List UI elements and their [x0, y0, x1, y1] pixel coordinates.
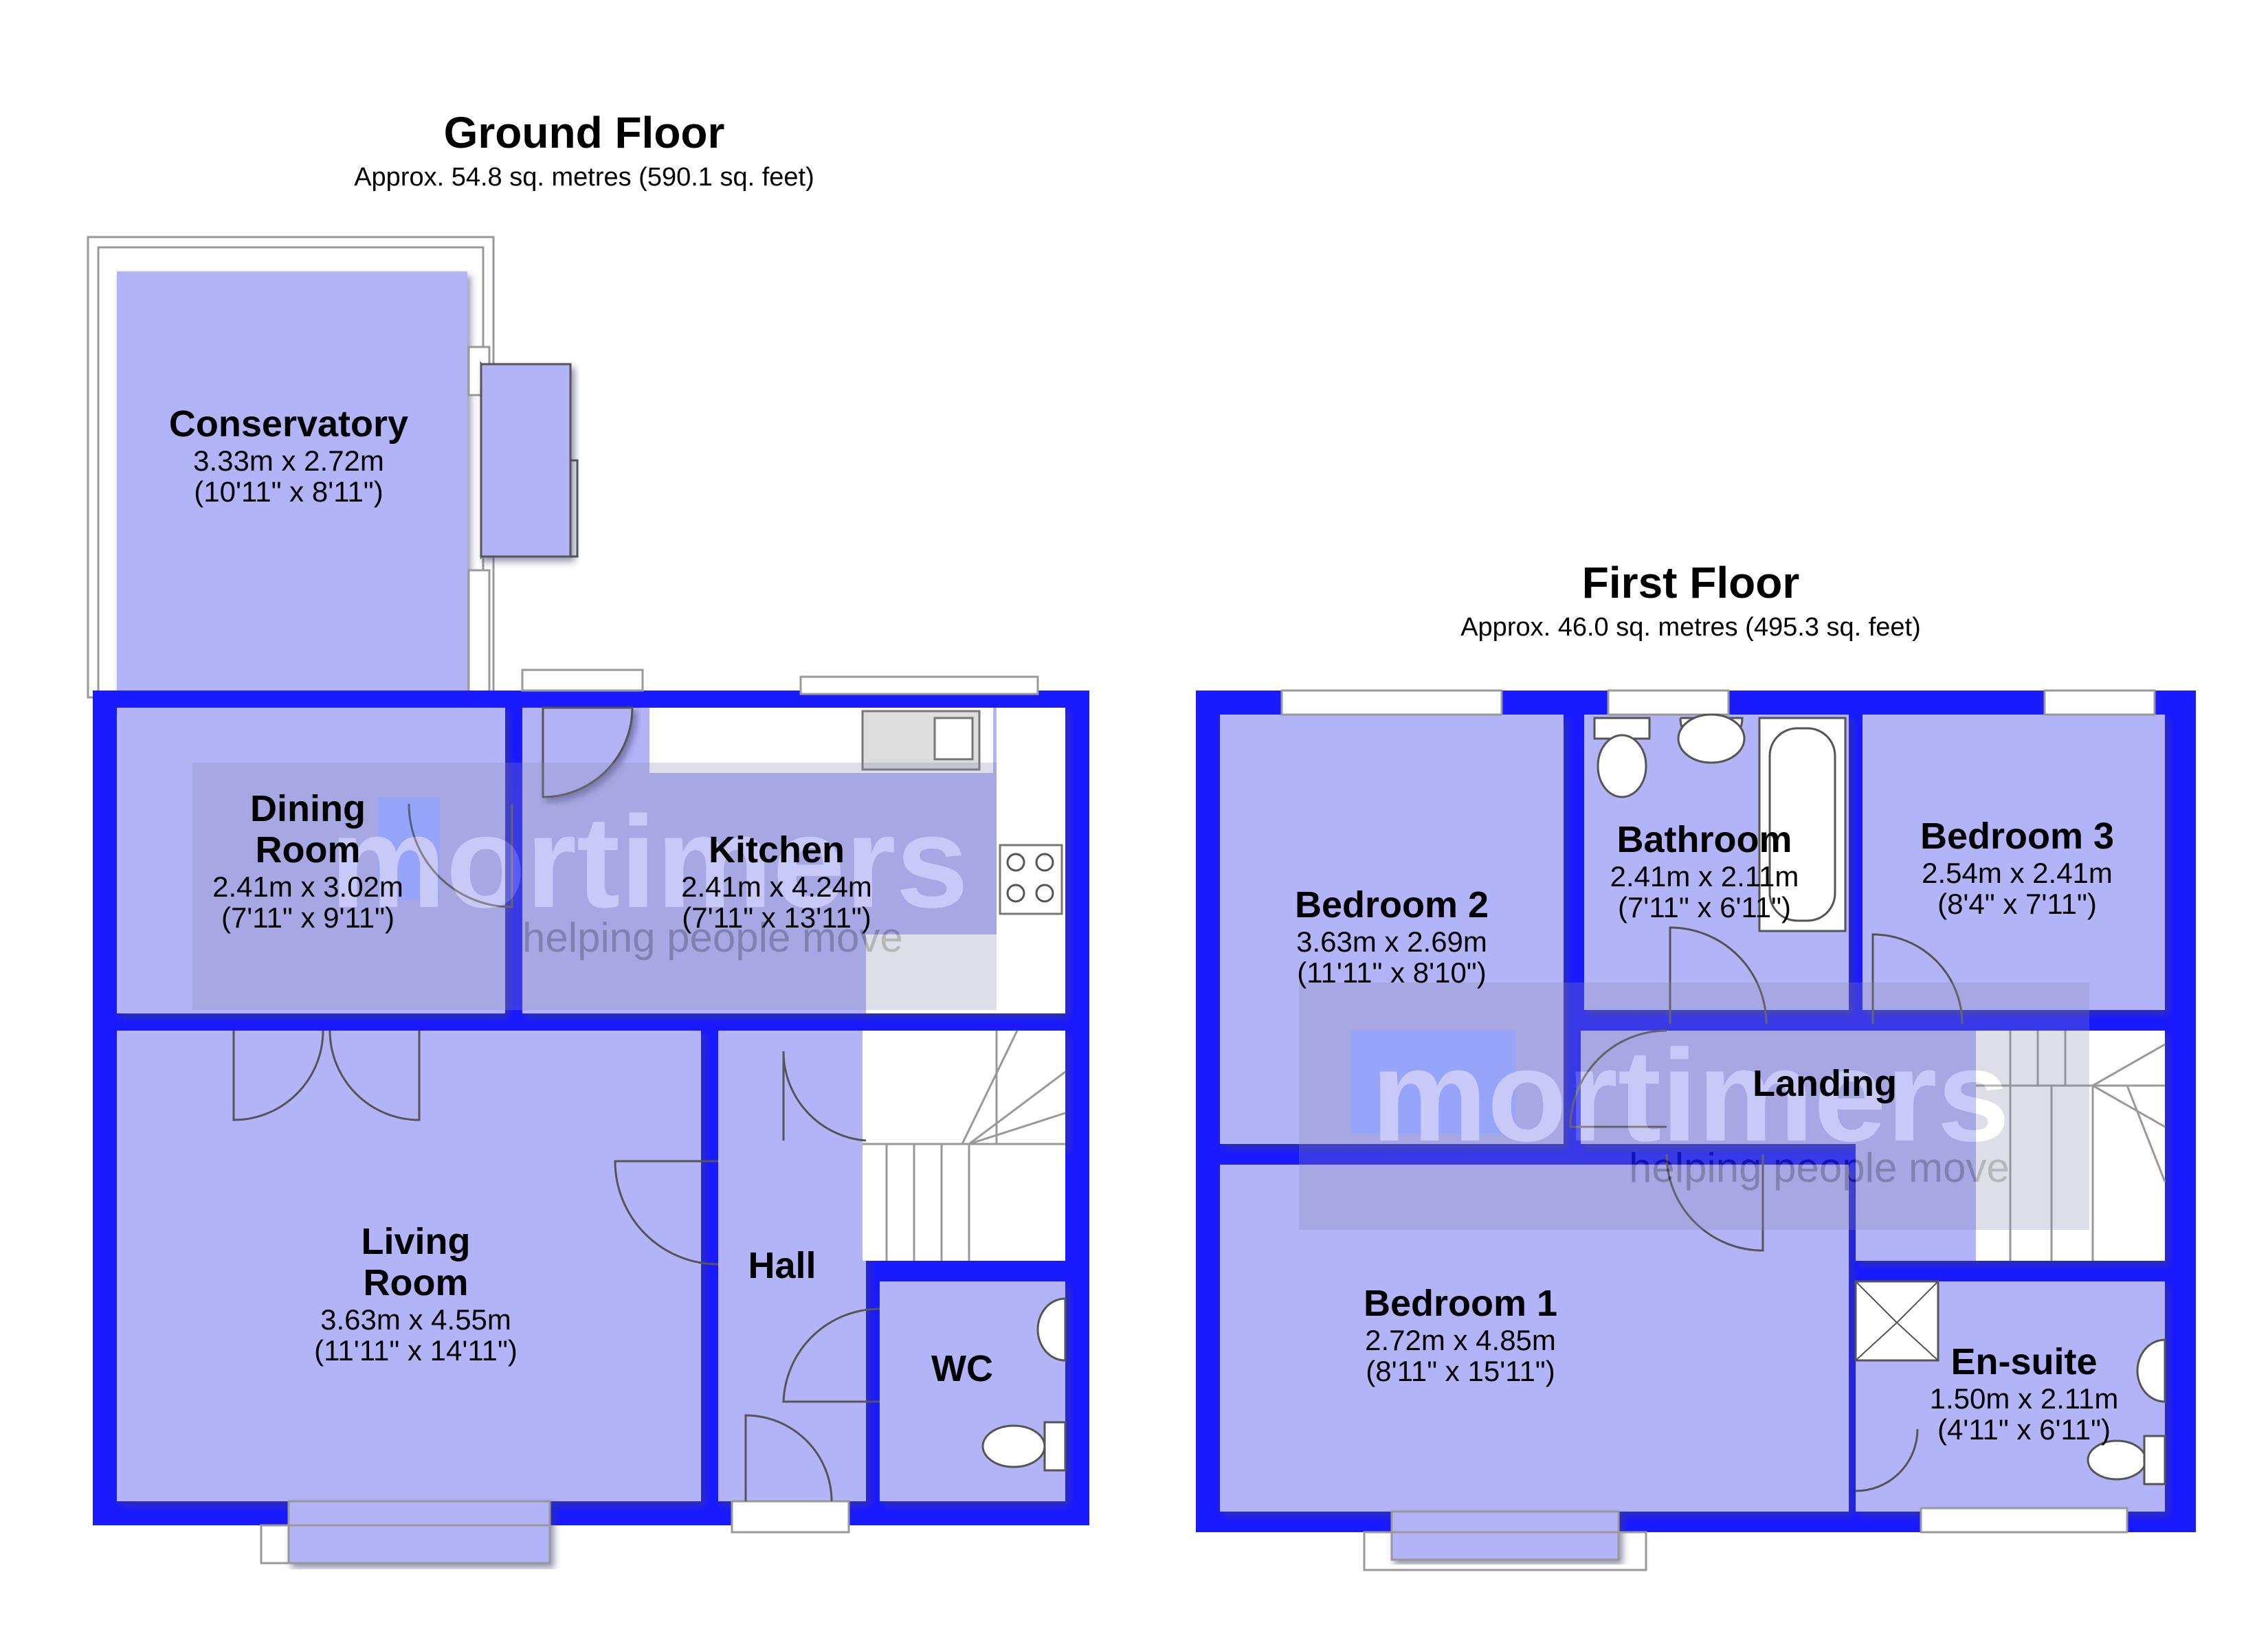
watermark-tagline: helping people move: [522, 915, 903, 961]
kitchen-metric: 2.41m x 4.24m: [681, 871, 872, 903]
living-room-name-2: Room: [364, 1262, 469, 1303]
ground-stairs: [863, 1030, 1066, 1261]
kitchen-name: Kitchen: [709, 829, 845, 871]
ground-floor-title: Ground Floor: [444, 108, 725, 157]
living-room-imperial: (11'11" x 14'11"): [314, 1334, 518, 1367]
ensuite-imperial: (4'11" x 6'11"): [1937, 1413, 2111, 1446]
dining-room-name-2: Room: [256, 829, 361, 871]
bedroom-1-metric: 2.72m x 4.85m: [1365, 1324, 1556, 1356]
bathroom-metric: 2.41m x 2.11m: [1610, 860, 1799, 893]
ground-labels: Conservatory 3.33m x 2.72m (10'11" x 8'1…: [169, 403, 993, 1389]
bedroom-3-imperial: (8'4" x 7'11"): [1937, 888, 2097, 920]
ground-floor-area: Approx. 54.8 sq. metres (590.1 sq. feet): [354, 163, 814, 192]
ensuite-name: En-suite: [1950, 1341, 2097, 1382]
bathroom-name: Bathroom: [1617, 819, 1792, 860]
ensuite-fixtures: [1854, 1280, 2166, 1485]
conservatory-name: Conservatory: [169, 403, 408, 445]
first-labels: Bedroom 2 3.63m x 2.69m (11'11" x 8'10")…: [1295, 816, 2118, 1446]
dining-room-name-1: Dining: [250, 788, 366, 829]
watermark-brand: mortimers: [330, 789, 968, 935]
first-stairs: [1976, 1031, 2166, 1261]
kitchen-fittings: [649, 708, 1065, 1013]
kitchen-imperial: (7'11" x 13'11"): [682, 901, 871, 934]
first-doors: [1569, 926, 1964, 1492]
bedroom-1-name: Bedroom 1: [1364, 1283, 1557, 1324]
first-floor-title: First Floor: [1582, 558, 1799, 607]
hall-name: Hall: [748, 1245, 816, 1286]
first-watermark: mortimers helping people move: [1299, 983, 2089, 1230]
ground-watermark: mortimers helping people move: [192, 763, 997, 1010]
bedroom-3-name: Bedroom 3: [1920, 816, 2114, 857]
conservatory-structure: [87, 236, 579, 699]
bedroom-2-imperial: (11'11" x 8'10"): [1297, 956, 1486, 989]
bathroom-imperial: (7'11" x 6'11"): [1618, 891, 1791, 923]
watermark-tagline-2: helping people move: [1629, 1145, 2010, 1191]
living-room-name-1: Living: [362, 1221, 471, 1262]
wc-name: WC: [931, 1348, 993, 1389]
ground-floor-rooms: [117, 708, 1065, 1501]
living-room-metric: 3.63m x 4.55m: [320, 1303, 511, 1336]
bedroom-1-imperial: (8'11" x 15'11"): [1366, 1355, 1555, 1387]
watermark-brand-2: mortimers: [1371, 1023, 2010, 1169]
ground-doors: [232, 706, 880, 1502]
hob: [999, 844, 1063, 915]
first-floor-area: Approx. 46.0 sq. metres (495.3 sq. feet): [1460, 613, 1921, 642]
bathroom-fixtures: [1593, 713, 1847, 932]
bedroom-2-name: Bedroom 2: [1295, 884, 1489, 926]
ensuite-metric: 1.50m x 2.11m: [1930, 1382, 2119, 1415]
first-floor-rooms: [1220, 715, 2165, 1512]
landing-name: Landing: [1753, 1063, 1897, 1104]
conservatory-metric: 3.33m x 2.72m: [193, 445, 384, 477]
bedroom-2-metric: 3.63m x 2.69m: [1296, 926, 1487, 958]
dining-room-metric: 2.41m x 3.02m: [212, 871, 403, 903]
bedroom-3-metric: 2.54m x 2.41m: [1922, 857, 2113, 889]
dining-room-imperial: (7'11" x 9'11"): [221, 901, 394, 934]
conservatory-imperial: (10'11" x 8'11"): [194, 475, 383, 508]
wc-fixtures: [981, 1297, 1067, 1472]
first-floor: First Floor Approx. 46.0 sq. metres (495…: [1196, 558, 2196, 1571]
ground-floor: Ground Floor Approx. 54.8 sq. metres (59…: [87, 108, 1089, 1564]
